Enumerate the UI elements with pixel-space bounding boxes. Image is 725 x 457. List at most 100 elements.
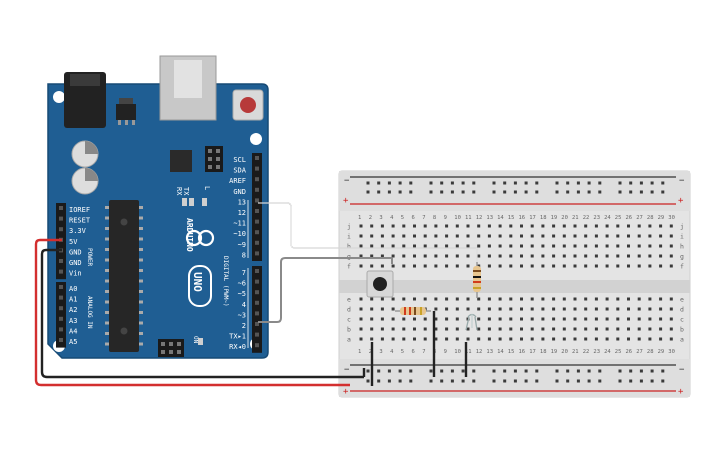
breadboard-hole[interactable] (584, 264, 588, 268)
rail-hole[interactable] (650, 379, 654, 383)
breadboard-hole[interactable] (541, 327, 545, 331)
breadboard-hole[interactable] (659, 307, 663, 311)
breadboard-hole[interactable] (616, 317, 620, 321)
breadboard-hole[interactable] (605, 307, 609, 311)
breadboard-hole[interactable] (552, 337, 556, 341)
breadboard-hole[interactable] (466, 224, 470, 228)
rail-hole[interactable] (587, 181, 591, 185)
breadboard-hole[interactable] (434, 254, 438, 258)
breadboard-hole[interactable] (648, 327, 652, 331)
breadboard-hole[interactable] (520, 297, 523, 301)
breadboard-hole[interactable] (627, 327, 630, 331)
breadboard-hole[interactable] (530, 337, 534, 341)
breadboard-hole[interactable] (455, 244, 459, 248)
breadboard-hole[interactable] (552, 234, 556, 238)
breadboard-hole[interactable] (669, 337, 673, 341)
breadboard-hole[interactable] (594, 254, 598, 258)
header-pin[interactable] (255, 343, 259, 348)
rail-hole[interactable] (650, 369, 654, 373)
header-pin[interactable] (255, 332, 259, 337)
breadboard-hole[interactable] (584, 307, 588, 311)
rail-hole[interactable] (440, 190, 444, 194)
breadboard-hole[interactable] (423, 317, 427, 321)
breadboard-hole[interactable] (380, 307, 384, 311)
breadboard-hole[interactable] (498, 307, 502, 311)
usb-port[interactable] (159, 55, 217, 121)
breadboard-hole[interactable] (402, 244, 406, 248)
rail-hole[interactable] (387, 369, 391, 373)
breadboard-hole[interactable] (477, 327, 481, 331)
rail-hole[interactable] (598, 369, 602, 373)
rail-hole[interactable] (661, 369, 665, 373)
breadboard-hole[interactable] (498, 327, 502, 331)
breadboard-hole[interactable] (455, 307, 459, 311)
rail-hole[interactable] (450, 181, 454, 185)
breadboard-hole[interactable] (562, 307, 566, 311)
breadboard-hole[interactable] (562, 254, 566, 258)
breadboard-hole[interactable] (530, 234, 534, 238)
breadboard-hole[interactable] (359, 244, 363, 248)
breadboard-hole[interactable] (594, 337, 598, 341)
rail-hole[interactable] (461, 190, 465, 194)
breadboard-hole[interactable] (423, 234, 427, 238)
breadboard-hole[interactable] (669, 264, 673, 268)
breadboard-hole[interactable] (509, 254, 513, 258)
rail-hole[interactable] (566, 190, 570, 194)
breadboard-hole[interactable] (584, 297, 588, 301)
rail-hole[interactable] (629, 369, 633, 373)
breadboard-hole[interactable] (391, 307, 395, 311)
rail-hole[interactable] (576, 181, 580, 185)
breadboard-hole[interactable] (605, 244, 609, 248)
breadboard-hole[interactable] (466, 337, 470, 341)
rail-hole[interactable] (661, 181, 665, 185)
breadboard-hole[interactable] (370, 244, 374, 248)
rail-hole[interactable] (440, 181, 444, 185)
breadboard-hole[interactable] (573, 317, 577, 321)
breadboard-hole[interactable] (477, 307, 481, 311)
breadboard-hole[interactable] (648, 297, 652, 301)
rail-hole[interactable] (492, 181, 496, 185)
breadboard-hole[interactable] (669, 234, 673, 238)
header-pin[interactable] (59, 216, 63, 221)
breadboard-hole[interactable] (562, 234, 566, 238)
rail-hole[interactable] (629, 190, 633, 194)
rail-hole[interactable] (618, 181, 622, 185)
breadboard-hole[interactable] (605, 317, 609, 321)
breadboard-hole[interactable] (498, 264, 502, 268)
rail-hole[interactable] (650, 181, 654, 185)
breadboard-hole[interactable] (370, 264, 374, 268)
breadboard-hole[interactable] (530, 254, 534, 258)
header-pin[interactable] (255, 198, 259, 203)
breadboard-hole[interactable] (530, 327, 534, 331)
breadboard-hole[interactable] (380, 224, 384, 228)
breadboard-hole[interactable] (530, 224, 534, 228)
breadboard-hole[interactable] (530, 317, 534, 321)
rail-hole[interactable] (587, 190, 591, 194)
rail-hole[interactable] (461, 181, 465, 185)
breadboard-hole[interactable] (616, 234, 620, 238)
breadboard-hole[interactable] (530, 307, 534, 311)
breadboard-hole[interactable] (380, 327, 384, 331)
breadboard-hole[interactable] (520, 327, 523, 331)
rail-hole[interactable] (566, 181, 570, 185)
breadboard-hole[interactable] (669, 317, 673, 321)
breadboard-hole[interactable] (380, 244, 384, 248)
header-pin[interactable] (255, 279, 259, 284)
breadboard-hole[interactable] (402, 264, 406, 268)
breadboard-hole[interactable] (380, 317, 384, 321)
rail-hole[interactable] (366, 190, 370, 194)
breadboard-hole[interactable] (477, 337, 481, 341)
breadboard-hole[interactable] (520, 317, 523, 321)
breadboard-hole[interactable] (530, 297, 534, 301)
breadboard-hole[interactable] (445, 297, 449, 301)
rail-hole[interactable] (535, 181, 539, 185)
breadboard-holes[interactable] (359, 181, 673, 383)
breadboard-hole[interactable] (487, 297, 491, 301)
rail-hole[interactable] (398, 181, 402, 185)
breadboard-hole[interactable] (627, 317, 630, 321)
breadboard-hole[interactable] (562, 297, 566, 301)
breadboard-hole[interactable] (359, 224, 363, 228)
rail-hole[interactable] (535, 379, 539, 383)
breadboard[interactable]: − − + + − − + + 112233445566778899101011… (338, 170, 691, 398)
breadboard-hole[interactable] (605, 327, 609, 331)
